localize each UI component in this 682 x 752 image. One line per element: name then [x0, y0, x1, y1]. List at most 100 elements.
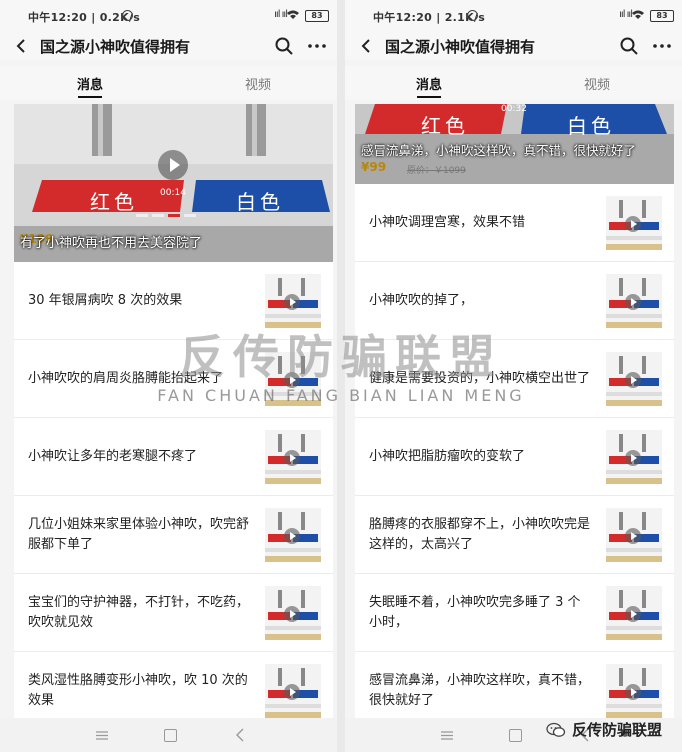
- play-button[interactable]: [158, 150, 188, 180]
- video-thumbnail: [265, 430, 321, 484]
- color-label-red: 红色: [90, 190, 138, 214]
- message-feed[interactable]: 红色 白色 00:14 ¥199 有了小神吹再也不用去美容院了 30 年银屑病吹…: [14, 104, 333, 718]
- message-feed[interactable]: 红色 白色 00:32 ¥99 原价：￥1099 感冒流鼻涕，小神吹这样吹，真不…: [355, 104, 674, 718]
- play-icon: [625, 450, 641, 466]
- list-item[interactable]: 感冒流鼻涕，小神吹这样吹，真不错，很快就好了: [355, 652, 674, 718]
- video-thumbnail: [606, 196, 662, 250]
- video-thumbnail: [265, 274, 321, 328]
- system-nav-bar: [345, 718, 682, 752]
- video-caption: 感冒流鼻涕，小神吹这样吹，真不错，很快就好了: [361, 143, 637, 158]
- system-back-icon[interactable]: [234, 728, 246, 742]
- list-item[interactable]: 健康是需要投资的，小神吹横空出世了: [355, 340, 674, 418]
- item-title: 健康是需要投资的，小神吹横空出世了: [369, 370, 591, 386]
- list-item[interactable]: 小神吹把脂肪瘤吹的变软了: [355, 418, 674, 496]
- tab-bar: 消息 视频: [345, 66, 682, 100]
- item-title: 小神吹吹的掉了，: [369, 292, 474, 308]
- system-nav-bar: [0, 718, 337, 752]
- more-icon[interactable]: [307, 36, 327, 56]
- item-title: 宝宝们的守护神器，不打针，不吃药，吹吹就见效: [28, 594, 250, 630]
- tab-messages-label: 消息: [76, 78, 103, 93]
- signal-icon: ııl ııl: [619, 9, 633, 20]
- play-icon: [284, 684, 300, 700]
- tab-videos-label: 视频: [244, 78, 271, 93]
- home-icon[interactable]: [164, 729, 177, 742]
- list-item[interactable]: 几位小姐妹来家里体验小神吹，吹完舒服都下单了: [14, 496, 333, 574]
- tab-underline: [417, 96, 441, 98]
- status-bar: 中午12:20 | 2.1K/s ııl ııl 83: [345, 0, 682, 32]
- left-phone-screen: 中午12:20 | 0.2K/s ııl ııl 83 国之源小神吹值得拥有 消…: [0, 0, 337, 752]
- nav-bar: 国之源小神吹值得拥有: [345, 32, 682, 60]
- video-card[interactable]: 红色 白色 00:14 ¥199 有了小神吹再也不用去美容院了: [14, 104, 333, 262]
- alarm-icon: [467, 10, 478, 21]
- list-item[interactable]: 小神吹吹的掉了，: [355, 262, 674, 340]
- status-bar: 中午12:20 | 0.2K/s ııl ııl 83: [0, 0, 337, 32]
- tab-messages-label: 消息: [415, 78, 442, 93]
- list-item[interactable]: 小神吹吹的肩周炎胳膊能抬起来了: [14, 340, 333, 418]
- tab-videos[interactable]: 视频: [228, 74, 288, 93]
- tab-videos-label: 视频: [583, 78, 610, 93]
- tab-bar: 消息 视频: [0, 66, 337, 100]
- right-phone-screen: 中午12:20 | 2.1K/s ııl ııl 83 国之源小神吹值得拥有 消…: [345, 0, 682, 752]
- item-title: 感冒流鼻涕，小神吹这样吹，真不错，很快就好了: [369, 672, 591, 708]
- video-duration: 00:14: [160, 188, 186, 198]
- tab-messages[interactable]: 消息: [60, 74, 120, 98]
- play-icon: [625, 684, 641, 700]
- tab-messages[interactable]: 消息: [399, 74, 459, 98]
- video-thumbnail: [265, 586, 321, 640]
- play-icon: [284, 606, 300, 622]
- list-item[interactable]: 30 年银屑病吹 8 次的效果: [14, 262, 333, 340]
- tab-videos[interactable]: 视频: [567, 74, 627, 93]
- color-label-red: 红色: [421, 114, 469, 138]
- video-card[interactable]: 红色 白色 00:32 ¥99 原价：￥1099 感冒流鼻涕，小神吹这样吹，真不…: [355, 104, 674, 184]
- original-price: 原价：￥1099: [407, 166, 466, 176]
- play-icon: [284, 372, 300, 388]
- brand-credit: 反传防骗联盟: [546, 719, 662, 740]
- tab-underline: [78, 96, 102, 98]
- play-icon: [625, 372, 641, 388]
- page-title: 国之源小神吹值得拥有: [385, 38, 536, 56]
- item-title: 几位小姐妹来家里体验小神吹，吹完舒服都下单了: [28, 516, 250, 552]
- item-title: 胳膊疼的衣服都穿不上，小神吹吹完是这样的，太高兴了: [369, 516, 591, 552]
- list-item[interactable]: 宝宝们的守护神器，不打针，不吃药，吹吹就见效: [14, 574, 333, 652]
- list-item[interactable]: 胳膊疼的衣服都穿不上，小神吹吹完是这样的，太高兴了: [355, 496, 674, 574]
- wifi-icon: [632, 10, 644, 19]
- list-item[interactable]: 小神吹让多年的老寒腿不疼了: [14, 418, 333, 496]
- video-thumbnail: [606, 664, 662, 718]
- more-icon[interactable]: [652, 36, 672, 56]
- list-item[interactable]: 类风湿性胳膊变形小神吹，吹 10 次的效果: [14, 652, 333, 718]
- play-icon: [284, 450, 300, 466]
- item-title: 小神吹让多年的老寒腿不疼了: [28, 448, 198, 464]
- search-icon[interactable]: [619, 36, 639, 56]
- play-icon: [625, 606, 641, 622]
- battery-icon: 83: [650, 10, 674, 22]
- item-title: 小神吹调理宫寒，效果不错: [369, 214, 526, 230]
- status-time: 中午12:20 | 2.1K/s: [373, 11, 486, 24]
- wifi-icon: [287, 10, 299, 19]
- brand-name: 反传防骗联盟: [571, 721, 662, 739]
- item-title: 小神吹把脂肪瘤吹的变软了: [369, 448, 526, 464]
- wechat-icon: [546, 722, 566, 737]
- product-image: [355, 104, 674, 184]
- play-icon: [625, 216, 641, 232]
- list-item[interactable]: 小神吹调理宫寒，效果不错: [355, 184, 674, 262]
- color-label-white: 白色: [567, 114, 615, 138]
- list-item[interactable]: 失眠睡不着，小神吹吹完多睡了 3 个小时，: [355, 574, 674, 652]
- color-label-white: 白色: [236, 190, 284, 214]
- alarm-icon: [122, 10, 133, 21]
- back-arrow-icon[interactable]: [13, 37, 31, 55]
- price-tag: ¥199: [20, 232, 54, 246]
- menu-icon[interactable]: [96, 731, 108, 740]
- item-title: 失眠睡不着，小神吹吹完多睡了 3 个小时，: [369, 594, 581, 630]
- system-back-icon[interactable]: [579, 728, 591, 742]
- menu-icon[interactable]: [441, 731, 453, 740]
- video-caption: 有了小神吹再也不用去美容院了: [20, 236, 203, 251]
- search-icon[interactable]: [274, 36, 294, 56]
- item-title: 小神吹吹的肩周炎胳膊能抬起来了: [28, 370, 224, 386]
- back-arrow-icon[interactable]: [358, 37, 376, 55]
- video-thumbnail: [606, 352, 662, 406]
- home-icon[interactable]: [509, 729, 522, 742]
- video-thumbnail: [265, 508, 321, 562]
- play-icon: [284, 294, 300, 310]
- signal-icon: ııl ııl: [274, 9, 288, 20]
- price-tag: ¥99: [361, 160, 387, 174]
